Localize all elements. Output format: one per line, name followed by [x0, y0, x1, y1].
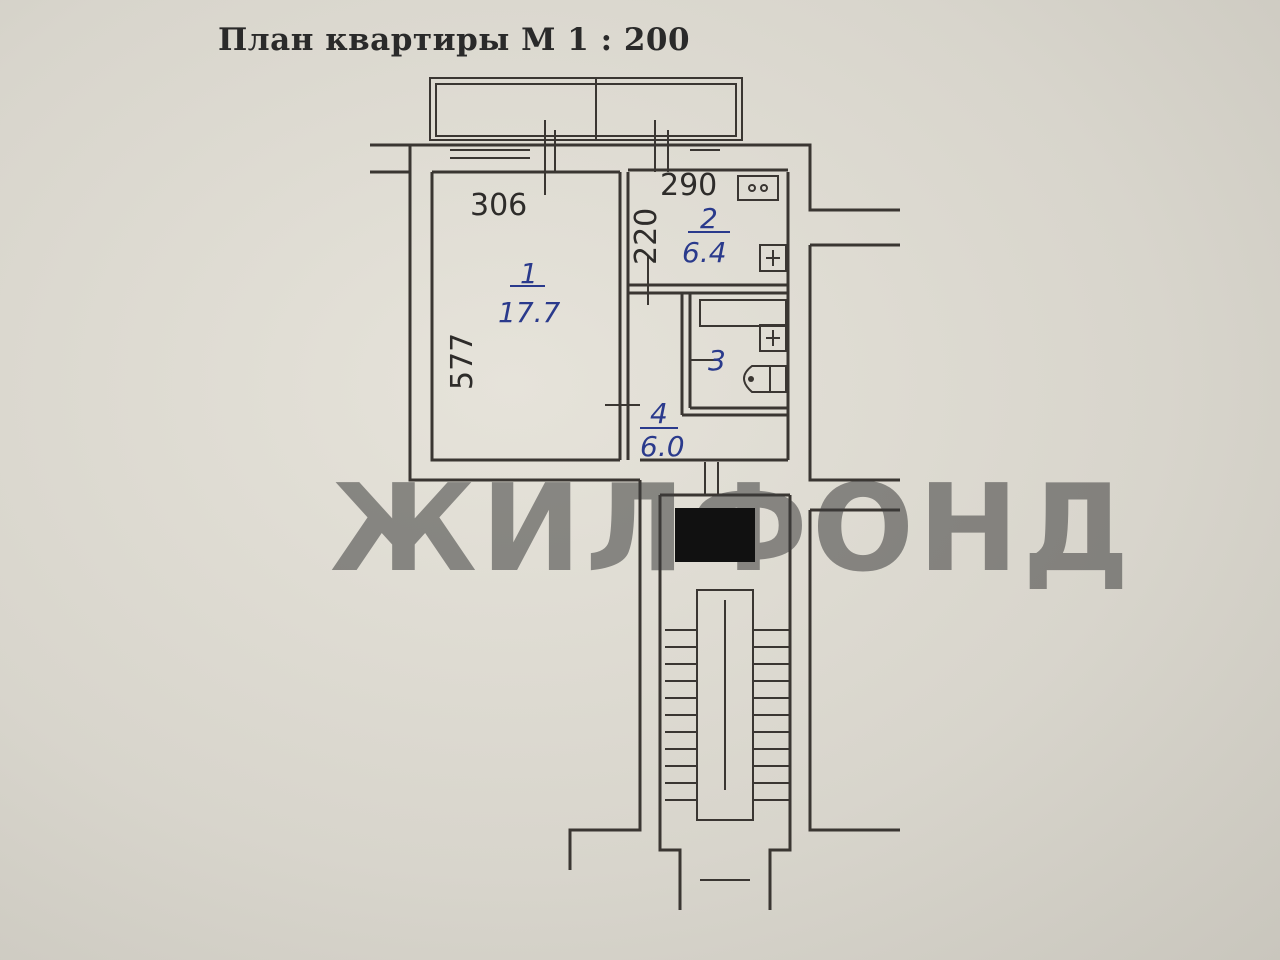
exterior-walls: [370, 143, 900, 512]
room2-width-label: 290: [660, 168, 717, 203]
door-marks: [605, 256, 720, 495]
kitchen-sink-icon: [759, 244, 787, 272]
toilet-icon: [743, 365, 787, 393]
plan-title: План квартиры М 1 : 200: [218, 22, 691, 58]
stairwell: [568, 480, 900, 910]
windows: [450, 120, 720, 195]
room1-number: 1: [520, 257, 538, 290]
room3-number: 3: [708, 344, 726, 377]
room2-length-label: 220: [629, 208, 664, 265]
bathtub-icon: [699, 299, 787, 327]
room2-area: 6.4: [682, 236, 727, 269]
washbasin-icon: [759, 324, 787, 352]
balcony: [429, 77, 743, 141]
interior-walls: [618, 168, 788, 462]
room1-length-label: 577: [445, 333, 480, 390]
stove-icon: [737, 175, 779, 201]
room4-area: 6.0: [640, 430, 685, 463]
room2-number: 2: [700, 202, 718, 235]
room4-number: 4: [650, 397, 668, 430]
room1-width-label: 306: [470, 188, 527, 223]
redaction-box: [675, 508, 755, 562]
room1-area: 17.7: [498, 296, 561, 329]
